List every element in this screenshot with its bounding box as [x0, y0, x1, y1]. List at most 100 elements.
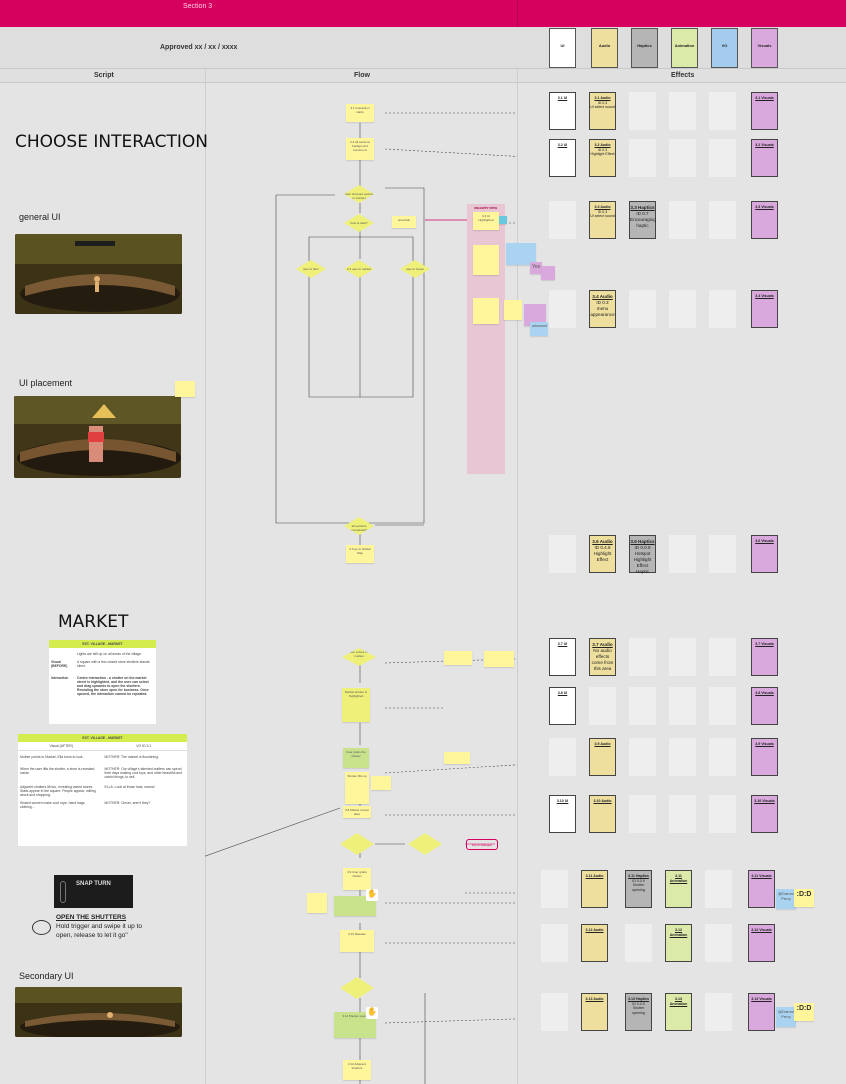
flow-node[interactable]: Market shutter is highlighted	[342, 688, 370, 722]
effect-card-haptic[interactable]	[629, 139, 656, 177]
flow-node[interactable]	[484, 651, 514, 667]
effect-card-anim[interactable]	[669, 638, 696, 676]
mention-tag[interactable]: @Darren Perry	[776, 889, 796, 909]
effect-card-ui[interactable]	[549, 290, 576, 328]
effect-card-ui[interactable]	[541, 870, 568, 908]
comment-sticky[interactable]	[524, 304, 546, 326]
flow-node[interactable]	[473, 245, 499, 275]
effect-card-ui[interactable]: 3.7 UI	[549, 638, 576, 676]
mention-tag[interactable]: @Darren Perry	[776, 1007, 796, 1027]
flow-node[interactable]: 3.1 Interaction starts	[346, 104, 374, 122]
comment-sticky[interactable]	[506, 243, 536, 265]
comment-sticky[interactable]	[541, 266, 555, 280]
flow-node[interactable]: 3.6 go to Global Map	[346, 545, 374, 563]
comment-sticky[interactable]	[499, 216, 507, 224]
comment-sticky[interactable]	[504, 300, 522, 320]
effect-card-anim[interactable]: 3.12 Animation	[665, 924, 692, 962]
effect-card-anim[interactable]	[669, 738, 696, 776]
effect-card-visual[interactable]: 3.3 Visuals	[751, 201, 778, 239]
effect-card-vo[interactable]	[709, 139, 736, 177]
effect-card-haptic[interactable]	[629, 687, 656, 725]
effect-card-ui[interactable]: 3.8 UI	[549, 687, 576, 725]
dialogue-link[interactable]: link to dialogue	[466, 839, 498, 850]
effect-card-vo[interactable]	[709, 290, 736, 328]
effect-card-haptic[interactable]	[629, 795, 656, 833]
flow-node[interactable]	[334, 896, 376, 916]
effect-card-ui[interactable]	[541, 993, 568, 1031]
effect-card-haptic[interactable]	[629, 738, 656, 776]
effect-card-visual[interactable]: 3.12 Visuals	[748, 924, 775, 962]
flow-decision[interactable]: all sections completed?	[344, 517, 374, 535]
flow-decision[interactable]: how to start?	[344, 214, 374, 232]
effect-card-ui[interactable]	[549, 535, 576, 573]
flow-decision[interactable]: User enters the market	[342, 648, 376, 666]
effect-card-vo[interactable]	[705, 924, 732, 962]
effect-card-visual[interactable]: 3.8 Visuals	[751, 687, 778, 725]
effect-card-visual[interactable]: 3.11 Visuals	[748, 870, 775, 908]
effect-card-vo[interactable]	[705, 870, 732, 908]
flow-node[interactable]	[444, 651, 472, 665]
flow-node[interactable]: uncertain	[392, 216, 416, 228]
flow-node[interactable]: User grabs the shutter	[343, 748, 369, 768]
flow-node[interactable]: 3.8 Market comes alive	[343, 806, 371, 818]
effect-card-audio[interactable]: 3.13 Audio	[581, 993, 608, 1031]
effect-card-vo[interactable]	[709, 795, 736, 833]
flow-note[interactable]	[371, 776, 391, 790]
effect-card-visual[interactable]: 3.13 Visuals	[748, 993, 775, 1031]
effect-card-ui[interactable]	[549, 738, 576, 776]
effect-card-visual[interactable]: 3.10 Visuals	[751, 795, 778, 833]
effect-card-vo[interactable]	[709, 638, 736, 676]
placement-note[interactable]	[175, 381, 195, 397]
advanced-sticky[interactable]: advanced	[530, 322, 548, 336]
effect-card-haptic[interactable]	[629, 290, 656, 328]
flow-note[interactable]	[307, 893, 327, 913]
effect-card-visual[interactable]: 3.2 Visuals	[751, 139, 778, 177]
flow-decision[interactable]: User chooses section to interact	[344, 185, 374, 203]
effect-card-ui[interactable]: 3.10 UI	[549, 795, 576, 833]
emoji-tag[interactable]: :D:D	[794, 1003, 814, 1021]
flow-decision[interactable]	[408, 833, 442, 855]
flow-node[interactable]	[473, 298, 499, 324]
effect-card-vo[interactable]	[709, 535, 736, 573]
effect-card-vo[interactable]	[709, 738, 736, 776]
effect-card-vo[interactable]	[709, 201, 736, 239]
flow-decision[interactable]: 3.3 user to market	[344, 260, 374, 278]
effect-card-visual[interactable]: 3.6 Visuals	[751, 535, 778, 573]
effect-card-ui[interactable]: 3.1 UI	[549, 92, 576, 130]
effect-card-anim[interactable]: 3.13 Animation	[665, 993, 692, 1031]
effect-card-anim[interactable]	[669, 290, 696, 328]
effect-card-vo[interactable]	[709, 687, 736, 725]
flow-decision[interactable]	[340, 833, 374, 855]
effect-card-anim[interactable]	[669, 92, 696, 130]
effect-card-audio[interactable]: 3.9 Audio	[589, 738, 616, 776]
effect-card-audio[interactable]: 3.12 Audio	[581, 924, 608, 962]
effect-card-vo[interactable]	[709, 92, 736, 130]
flow-node[interactable]: Shutter lifts up	[345, 772, 369, 804]
effect-card-anim[interactable]	[669, 139, 696, 177]
effect-card-anim[interactable]	[669, 795, 696, 833]
effect-card-haptic[interactable]	[629, 638, 656, 676]
effect-card-ui[interactable]	[541, 924, 568, 962]
flow-decision[interactable]: user to house	[400, 260, 430, 278]
effect-card-ui[interactable]: 3.2 UI	[549, 139, 576, 177]
effect-card-anim[interactable]	[669, 687, 696, 725]
effect-card-haptic[interactable]	[629, 92, 656, 130]
emoji-tag[interactable]: :D:D	[794, 889, 814, 907]
flow-node[interactable]	[444, 752, 470, 764]
effect-card-vo[interactable]	[705, 993, 732, 1031]
effect-card-haptic[interactable]	[625, 924, 652, 962]
flow-decision[interactable]	[340, 977, 374, 999]
tag-yes[interactable]: Yes	[530, 262, 542, 274]
flow-decision[interactable]: user to farm	[296, 260, 326, 278]
flow-node[interactable]: 3.2 All sections background become lit	[346, 138, 374, 160]
flow-node[interactable]: 3.9 User grabs shutter	[343, 868, 371, 890]
